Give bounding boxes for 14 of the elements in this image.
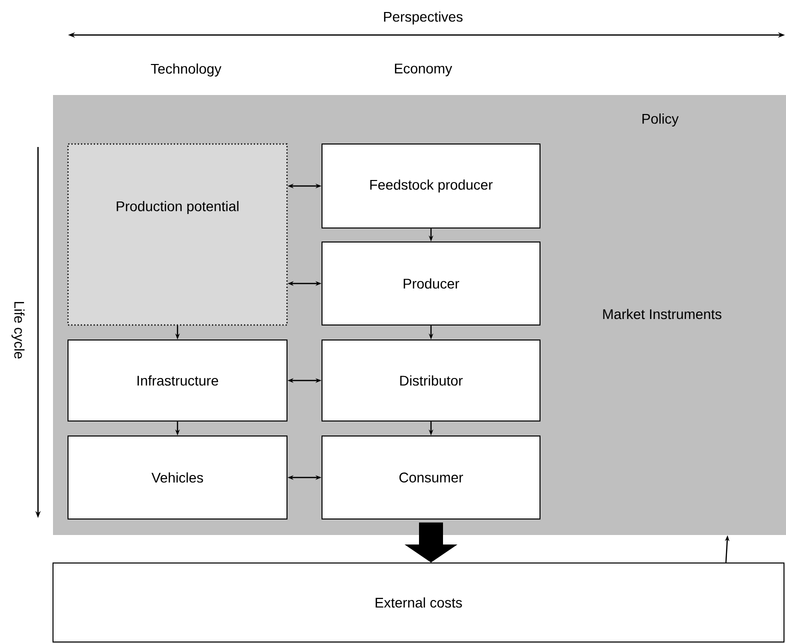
process-box: External costs — [52, 562, 784, 642]
panel-label: Policy — [642, 113, 679, 127]
dotted-box: Production potential — [67, 143, 288, 326]
process-box: Feedstock producer — [322, 144, 540, 228]
process-box: Distributor — [322, 340, 540, 422]
label: Perspectives — [384, 11, 463, 25]
label: Life cycle — [11, 302, 25, 359]
label: Economy — [394, 64, 452, 76]
process-box: Producer — [322, 242, 540, 326]
process-box: Vehicles — [68, 436, 288, 520]
process-box: Consumer — [322, 436, 540, 520]
process-box: Infrastructure — [68, 340, 288, 422]
panel-label: Market Instruments — [603, 308, 722, 320]
label: Technology — [150, 63, 222, 77]
